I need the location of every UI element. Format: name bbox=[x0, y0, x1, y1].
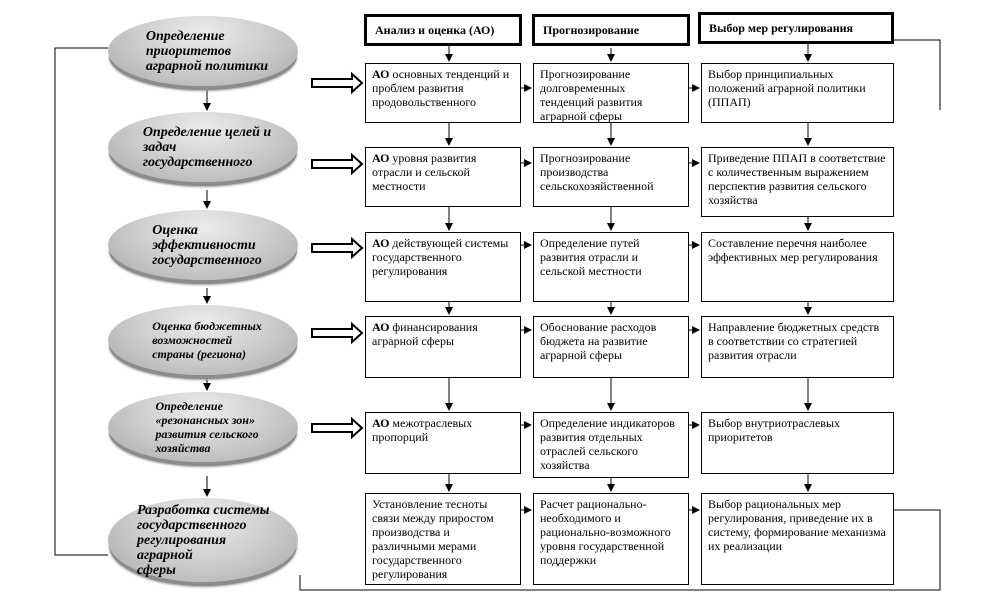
stage-ellipse-2: Определение целей и задач государственно… bbox=[108, 112, 298, 182]
forecast-text-1: Прогнозирование долговременных тенденций… bbox=[540, 67, 643, 123]
stage-label-3: Оценка эффективности государственного bbox=[152, 222, 262, 268]
stage-label-2: Определение целей и задач государственно… bbox=[142, 124, 272, 170]
forecast-text-6: Расчет рационально-необходимого и рацион… bbox=[540, 497, 671, 567]
forecast-text-3: Определение путей развития отрасли и сел… bbox=[540, 236, 642, 278]
forecast-box-2: Прогнозирование производства сельскохозя… bbox=[533, 147, 689, 207]
header-analysis-label: Анализ и оценка (АО) bbox=[375, 22, 495, 37]
analysis-box-3: АО действующей системы государственного … bbox=[365, 232, 521, 302]
choice-box-4: Направление бюджетных средств в соответс… bbox=[701, 316, 894, 378]
analysis-lead-5: АО bbox=[372, 416, 390, 430]
forecast-box-4: Обоснование расходов бюджета на развитие… bbox=[533, 316, 689, 378]
big-arrow bbox=[311, 152, 364, 176]
forecast-text-2: Прогнозирование производства сельскохозя… bbox=[540, 151, 654, 193]
choice-box-1: Выбор принципиальных положений аграрной … bbox=[701, 63, 894, 123]
forecast-box-1: Прогнозирование долговременных тенденций… bbox=[533, 63, 689, 123]
header-forecast: Прогнозирование bbox=[532, 14, 690, 46]
stage-label-1: Определение приоритетов аграрной политик… bbox=[145, 28, 269, 74]
analysis-box-6: Установление тесноты связи между прирост… bbox=[365, 493, 521, 585]
choice-text-5: Выбор внутриотраслевых приоритетов bbox=[708, 416, 840, 444]
big-arrow bbox=[311, 236, 364, 260]
big-arrow bbox=[311, 71, 364, 95]
analysis-text-3: действующей системы государственного рег… bbox=[372, 236, 509, 278]
feedback-line-right-top bbox=[894, 39, 941, 110]
stage-label-4: Оценка бюджетных возможностей страны (ре… bbox=[152, 319, 262, 361]
stage-label-6: Разработка системы государственного регу… bbox=[137, 502, 270, 578]
feedback-line-left bbox=[54, 47, 108, 556]
forecast-text-4: Обоснование расходов бюджета на развитие… bbox=[540, 320, 657, 362]
stage-ellipse-1: Определение приоритетов аграрной политик… bbox=[108, 16, 298, 86]
analysis-text-4: финансирования аграрной сферы bbox=[372, 320, 478, 348]
analysis-lead-4: АО bbox=[372, 320, 390, 334]
forecast-box-6: Расчет рационально-необходимого и рацион… bbox=[533, 493, 689, 585]
header-choice-label: Выбор мер регулирования bbox=[709, 20, 854, 35]
analysis-text-1: основных тенденций и проблем развития пр… bbox=[372, 67, 510, 109]
forecast-text-5: Определение индикаторов развития отдельн… bbox=[540, 416, 675, 472]
choice-text-3: Составление перечня наиболее эффективных… bbox=[708, 236, 878, 264]
choice-box-5: Выбор внутриотраслевых приоритетов bbox=[701, 412, 894, 474]
analysis-text-6: Установление тесноты связи между прирост… bbox=[372, 497, 494, 581]
analysis-lead-2: АО bbox=[372, 151, 390, 165]
stage-ellipse-3: Оценка эффективности государственного bbox=[108, 210, 298, 280]
header-choice: Выбор мер регулирования bbox=[698, 12, 894, 44]
choice-text-2: Приведение ППАП в соответствие с количес… bbox=[708, 151, 886, 207]
analysis-box-4: АО финансирования аграрной сферы bbox=[365, 316, 521, 378]
stage-label-5: Определение «резонансных зон» развития с… bbox=[155, 399, 259, 455]
header-analysis: Анализ и оценка (АО) bbox=[364, 14, 522, 46]
feedback-line-right-bottom bbox=[299, 509, 941, 591]
analysis-text-2: уровня развития отрасли и сельской местн… bbox=[372, 151, 477, 193]
stage-ellipse-5: Определение «резонансных зон» развития с… bbox=[108, 392, 298, 462]
header-forecast-label: Прогнозирование bbox=[543, 22, 640, 37]
choice-text-1: Выбор принципиальных положений аграрной … bbox=[708, 67, 866, 109]
choice-text-4: Направление бюджетных средств в соответс… bbox=[708, 320, 880, 362]
analysis-text-5: межотраслевых пропорций bbox=[372, 416, 473, 444]
analysis-box-2: АО уровня развития отрасли и сельской ме… bbox=[365, 147, 521, 207]
choice-box-3: Составление перечня наиболее эффективных… bbox=[701, 232, 894, 302]
stage-ellipse-4: Оценка бюджетных возможностей страны (ре… bbox=[108, 305, 298, 375]
choice-box-2: Приведение ППАП в соответствие с количес… bbox=[701, 147, 894, 217]
choice-text-6: Выбор рациональных мер регулирования, пр… bbox=[708, 497, 886, 553]
big-arrow bbox=[311, 321, 364, 345]
big-arrow bbox=[311, 416, 364, 440]
analysis-box-1: АО основных тенденций и проблем развития… bbox=[365, 63, 521, 123]
analysis-lead-1: АО bbox=[372, 67, 390, 81]
forecast-box-3: Определение путей развития отрасли и сел… bbox=[533, 232, 689, 302]
choice-box-6: Выбор рациональных мер регулирования, пр… bbox=[701, 493, 894, 585]
analysis-lead-3: АО bbox=[372, 236, 390, 250]
analysis-box-5: АО межотраслевых пропорций bbox=[365, 412, 521, 474]
stage-ellipse-6: Разработка системы государственного регу… bbox=[108, 498, 298, 582]
forecast-box-5: Определение индикаторов развития отдельн… bbox=[533, 412, 689, 478]
